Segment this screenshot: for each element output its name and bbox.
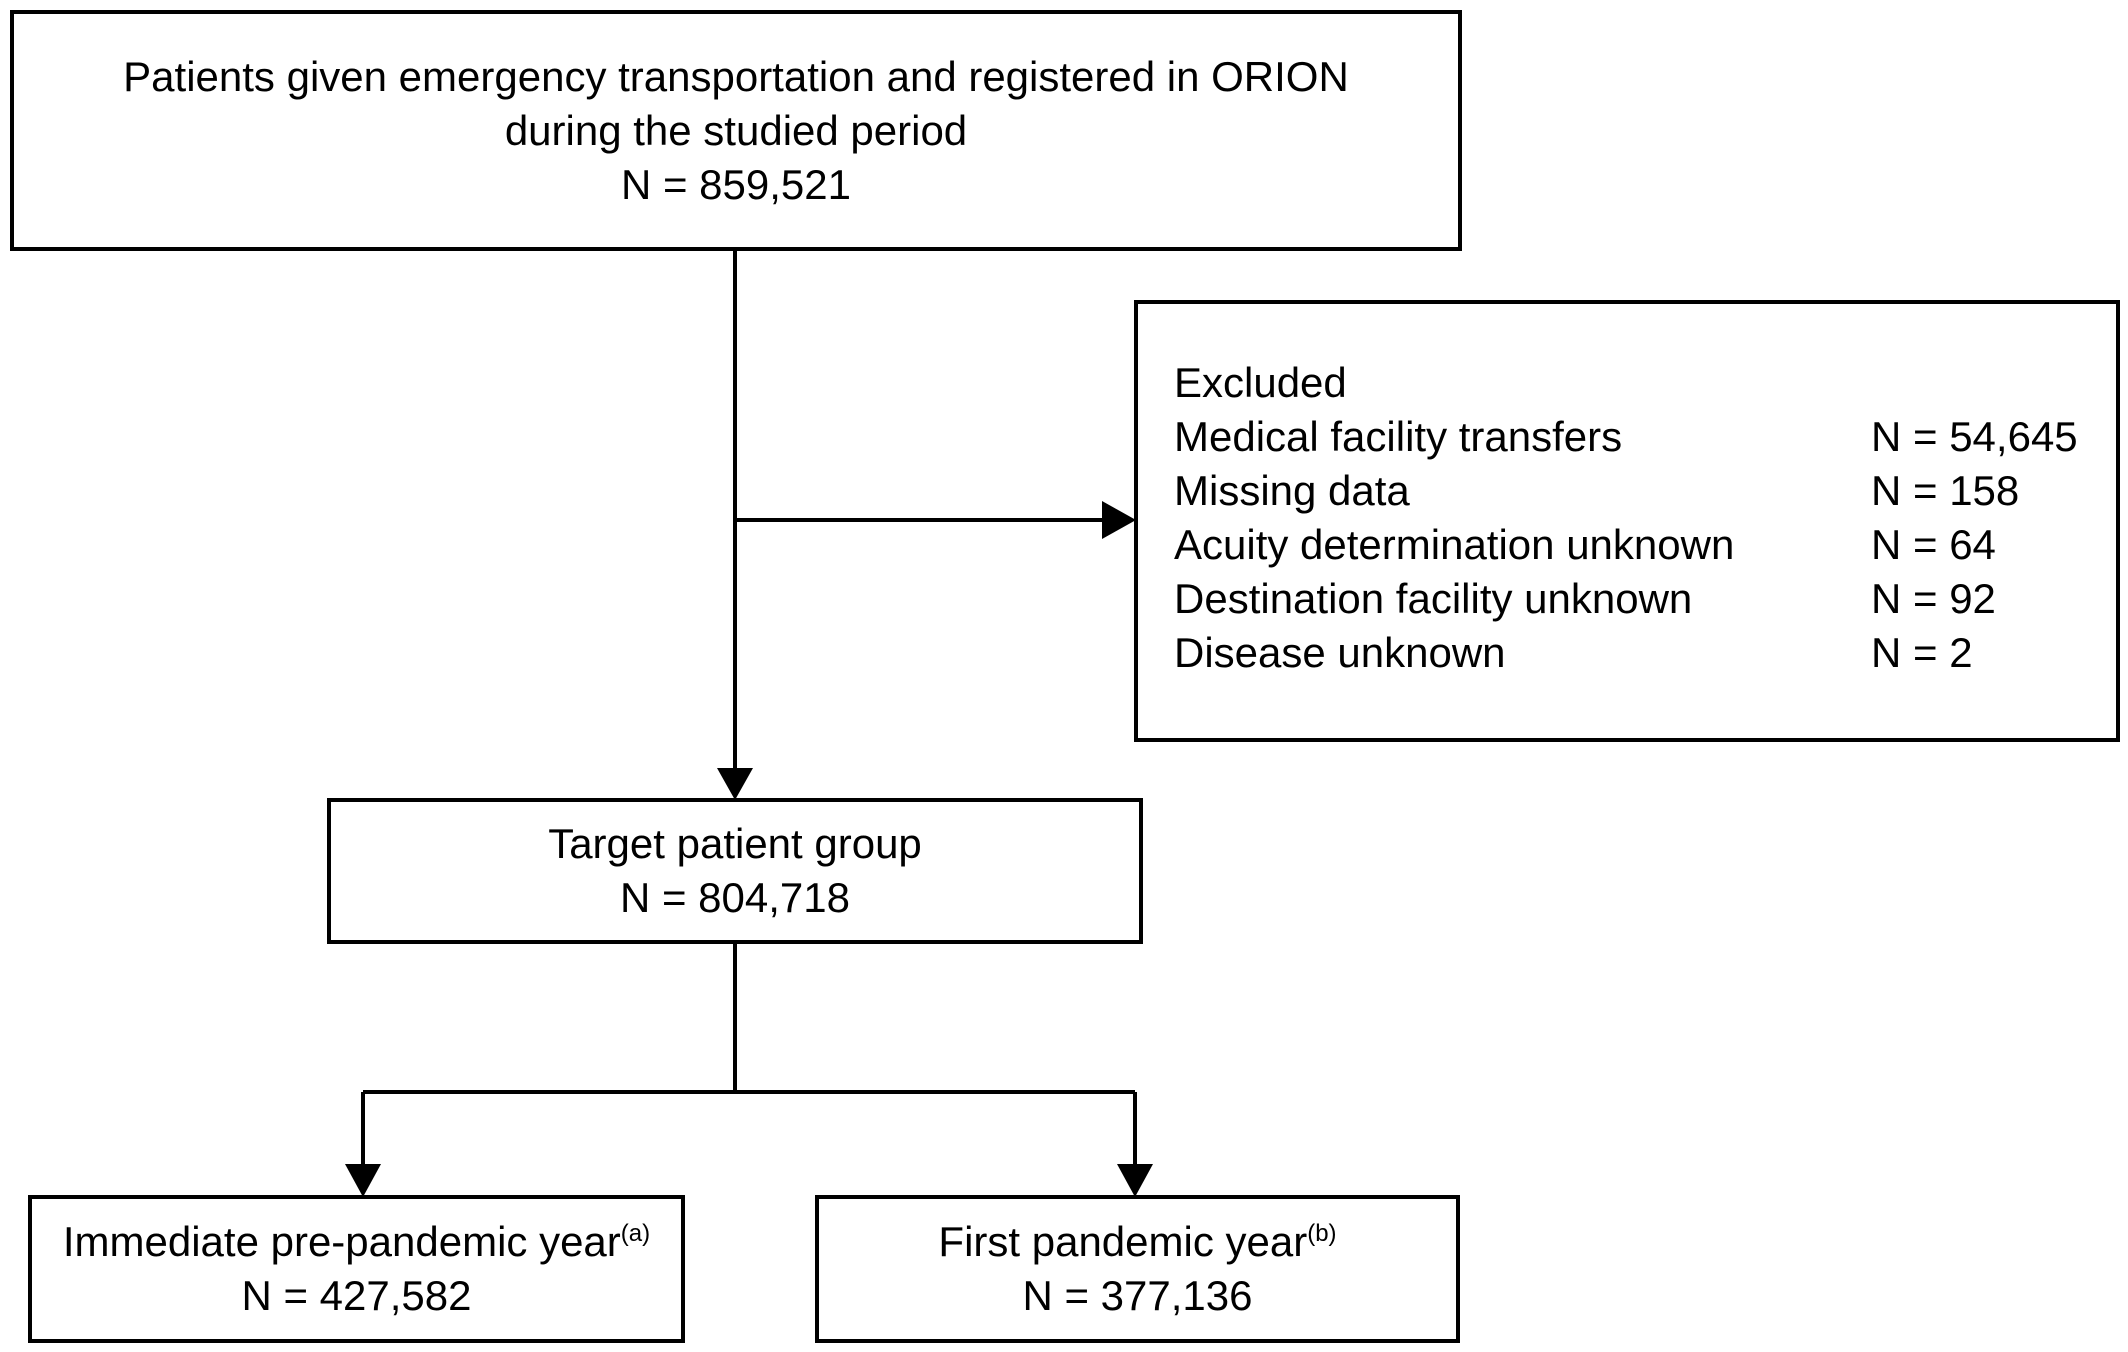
excluded-item-value: N = 92: [1871, 575, 1996, 622]
excluded-item-label: Disease unknown: [1174, 629, 1506, 676]
first-pandemic-title-line: First pandemic year(b): [938, 1215, 1336, 1269]
arrowhead-to-pre: [345, 1164, 381, 1197]
excluded-item-label: Medical facility transfers: [1174, 413, 1623, 460]
target-group-count: N = 804,718: [619, 874, 850, 921]
arrowhead-to-first: [1117, 1164, 1153, 1197]
pre-pandemic-title: Immediate pre-pandemic year: [62, 1218, 621, 1265]
arrowhead-to-target: [717, 768, 753, 800]
excluded-item-label: Acuity determination unknown: [1174, 521, 1735, 568]
first-pandemic-footnote-marker: (b): [1307, 1220, 1337, 1247]
excluded-item-value: N = 158: [1871, 467, 2020, 514]
excluded-item: Destination facility unknown N = 92: [1174, 572, 2096, 626]
excluded-item: Missing data N = 158: [1174, 464, 2096, 518]
source-population-count: N = 859,521: [620, 160, 851, 208]
source-population-box: Patients given emergency transportation …: [10, 10, 1462, 251]
excluded-item: Medical facility transfers N = 54,645: [1174, 410, 2096, 464]
first-pandemic-title: First pandemic year: [938, 1218, 1308, 1265]
pre-pandemic-count: N = 427,582: [241, 1272, 472, 1319]
excluded-item-value: N = 54,645: [1871, 413, 2078, 460]
excluded-item-value: N = 2: [1871, 629, 1973, 676]
first-pandemic-box: First pandemic year(b) N = 377,136: [815, 1195, 1460, 1343]
target-group-title: Target patient group: [548, 820, 922, 867]
pre-pandemic-title-line: Immediate pre-pandemic year(a): [63, 1215, 650, 1269]
target-group-box: Target patient group N = 804,718: [327, 798, 1143, 944]
excluded-item-label: Missing data: [1174, 467, 1410, 514]
source-population-line2: during the studied period: [504, 106, 968, 154]
arrowhead-to-excluded: [1102, 501, 1136, 539]
excluded-item: Disease unknown N = 2: [1174, 626, 2096, 680]
source-population-line1: Patients given emergency transportation …: [123, 52, 1349, 100]
pre-pandemic-footnote-marker: (a): [620, 1220, 651, 1247]
excluded-heading: Excluded: [1174, 359, 1347, 406]
excluded-box: Excluded Medical facility transfers N = …: [1134, 300, 2120, 742]
first-pandemic-count: N = 377,136: [1022, 1272, 1253, 1319]
excluded-item-value: N = 64: [1871, 521, 1996, 568]
pre-pandemic-box: Immediate pre-pandemic year(a) N = 427,5…: [28, 1195, 685, 1343]
excluded-item-label: Destination facility unknown: [1174, 575, 1693, 622]
excluded-item: Acuity determination unknown N = 64: [1174, 518, 2096, 572]
